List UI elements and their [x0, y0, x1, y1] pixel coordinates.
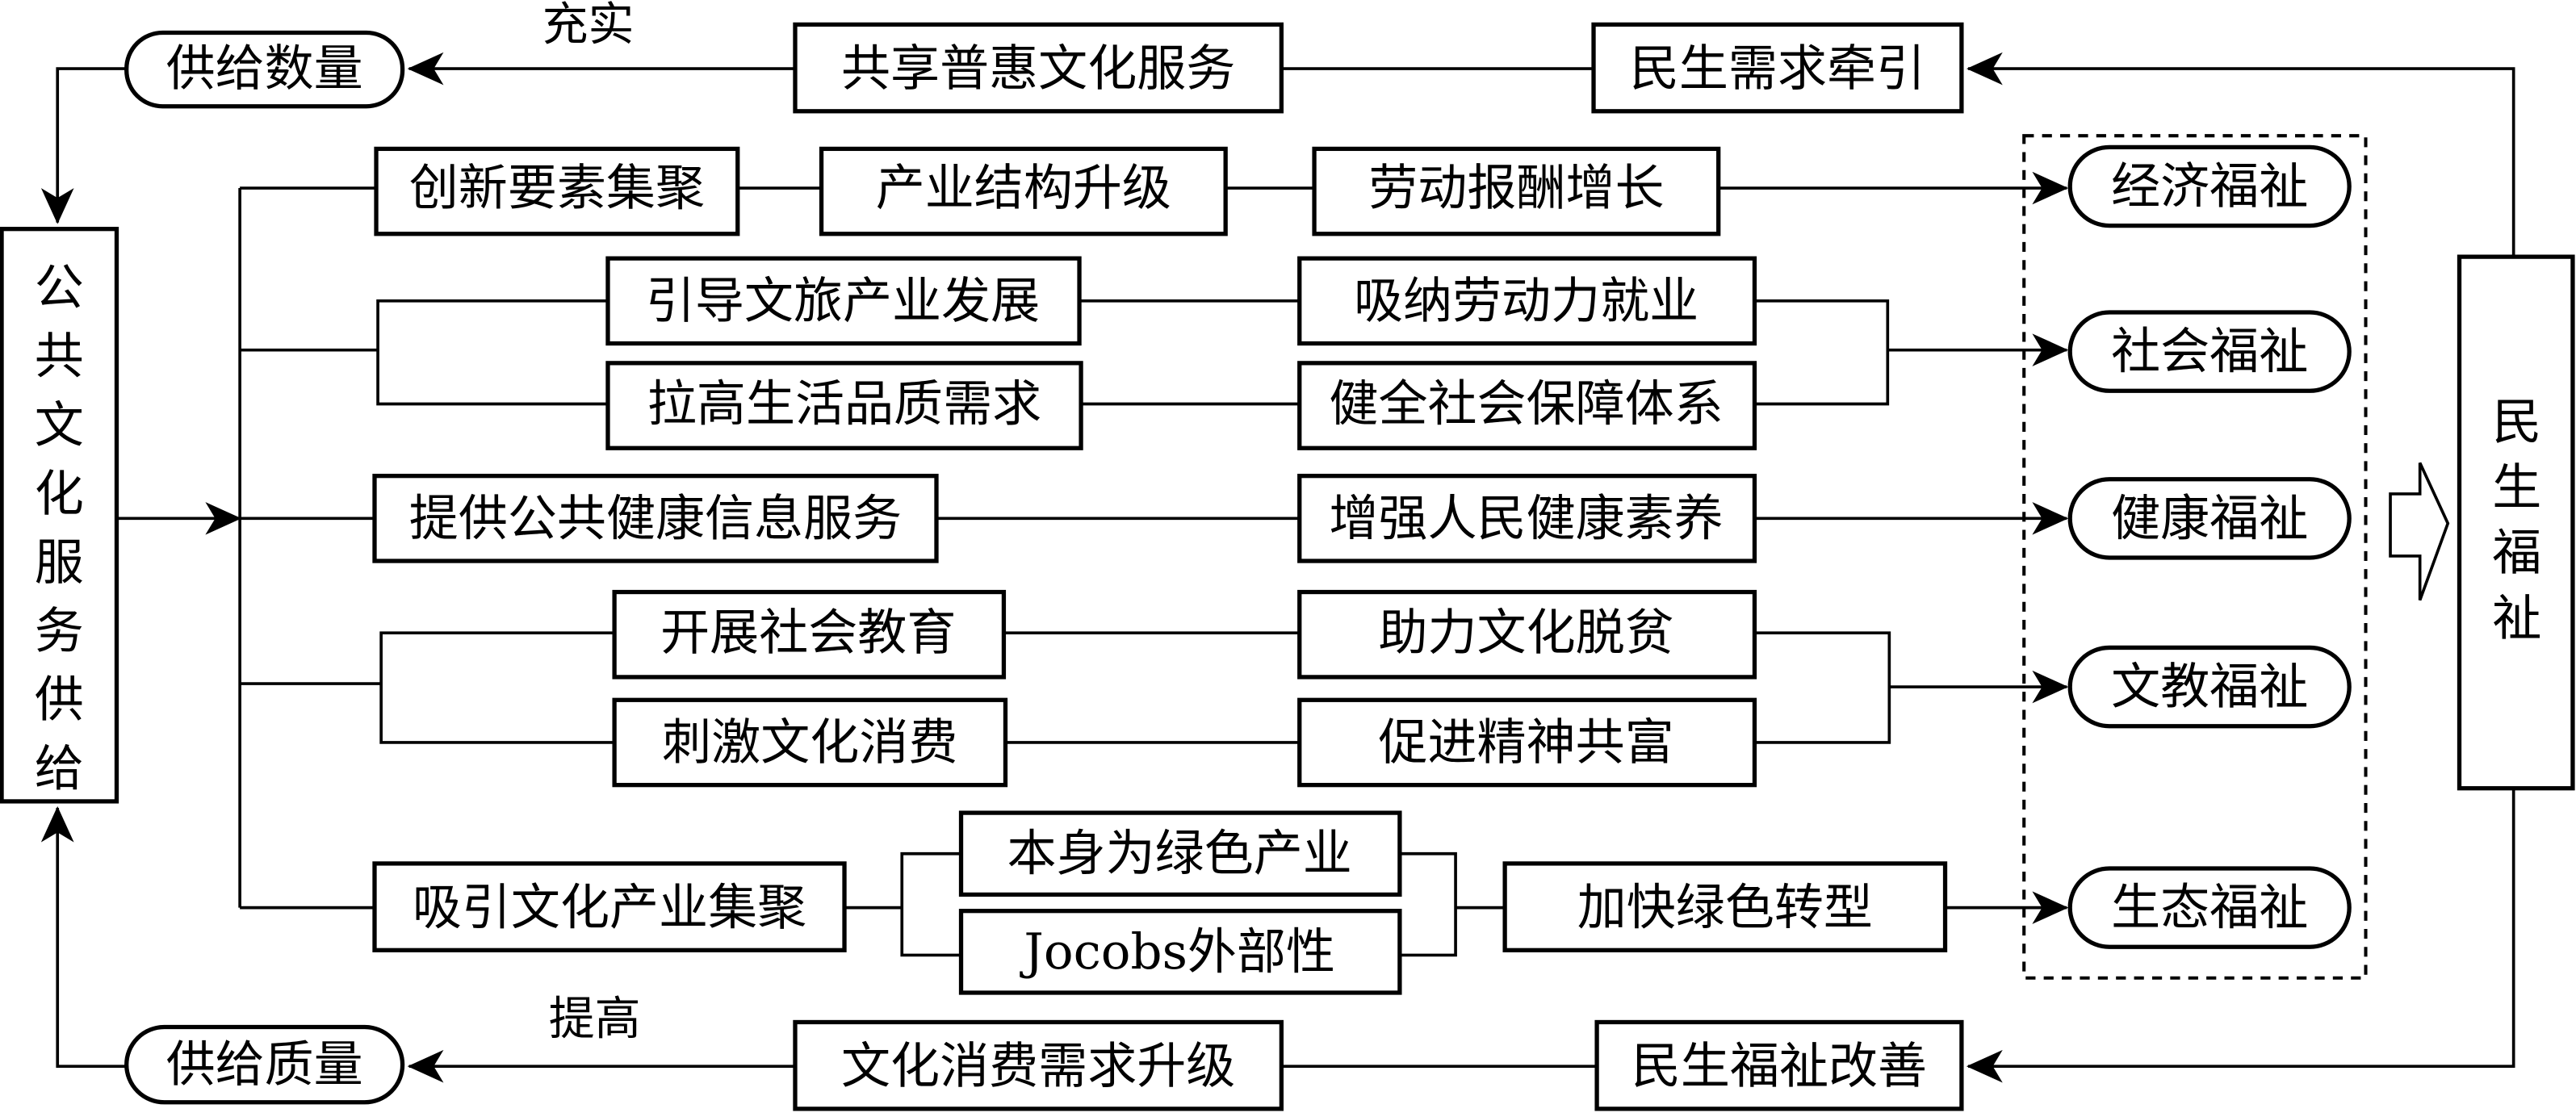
- edge: [1754, 631, 1891, 744]
- node-labor-pay-growth[interactable]: 劳动报酬增长: [1312, 146, 1721, 236]
- node-label: 社会福祉: [2111, 323, 2308, 380]
- node-economic-welfare[interactable]: 经济福祉: [2067, 144, 2352, 228]
- edge: [1754, 299, 1890, 406]
- node-industry-upgrade[interactable]: 产业结构升级: [819, 146, 1228, 236]
- node-char: 祉: [2492, 590, 2541, 647]
- edge-label-improve: 提高: [549, 992, 641, 1045]
- node-health-literacy[interactable]: 增强人民健康素养: [1297, 474, 1757, 563]
- node-label: 文化消费需求升级: [841, 1038, 1235, 1095]
- node-label: 本身为绿色产业: [1007, 825, 1352, 882]
- node-innovation-agglomeration[interactable]: 创新要素集聚: [374, 146, 740, 236]
- node-label: 民生福祉改善: [1631, 1038, 1927, 1095]
- node-consumption-upgrade[interactable]: 文化消费需求升级: [793, 1019, 1284, 1111]
- node-char: 服: [35, 534, 84, 592]
- node-char: 生: [2492, 458, 2541, 516]
- node-jacobs-externality[interactable]: Jocobs外部性: [958, 909, 1402, 995]
- node-label: 拉高生活品质需求: [647, 375, 1041, 433]
- node-common-prosperity[interactable]: 促进精神共富: [1297, 697, 1757, 788]
- node-label: 吸引文化产业集聚: [413, 879, 806, 936]
- node-label: 共享普惠文化服务: [841, 40, 1235, 98]
- edge: [376, 299, 608, 406]
- node-label: 供给数量: [166, 40, 363, 98]
- node-label: 创新要素集聚: [409, 160, 705, 217]
- node-char: 给: [35, 740, 84, 797]
- node-char: 公: [35, 259, 84, 316]
- node-stimulate-consumption[interactable]: 刺激文化消费: [612, 697, 1008, 788]
- node-guide-tourism[interactable]: 引导文旅产业发展: [605, 256, 1082, 346]
- node-label: 经济福祉: [2111, 158, 2308, 215]
- node-raise-life-quality[interactable]: 拉高生活品质需求: [605, 361, 1083, 450]
- node-label: 民生需求牵引: [1630, 40, 1925, 98]
- connector-right-to-improve: [1966, 788, 2515, 1083]
- node-label: 健全社会保障体系: [1329, 375, 1723, 433]
- node-label: 健康福祉: [2111, 490, 2308, 547]
- node-char: 文: [35, 396, 84, 454]
- connector-quantity-to-left: [40, 67, 127, 224]
- node-label: 供给质量: [166, 1036, 363, 1094]
- node-char: 共: [35, 328, 84, 385]
- node-social-welfare[interactable]: 社会福祉: [2067, 310, 2352, 393]
- welfare-group-frame: [2022, 134, 2368, 980]
- node-label: 增强人民健康素养: [1329, 490, 1723, 547]
- node-health-info-service[interactable]: 提供公共健康信息服务: [372, 474, 939, 563]
- node-label: 助力文化脱贫: [1378, 605, 1673, 662]
- node-label: 开展社会教育: [660, 605, 956, 662]
- edge-label-enrich: 充实: [542, 0, 635, 51]
- node-livelihood-welfare[interactable]: 民 生 福 祉: [2457, 254, 2575, 791]
- node-label: 产业结构升级: [876, 160, 1171, 217]
- node-char: 供: [35, 671, 84, 729]
- node-char: 民: [2492, 393, 2541, 450]
- edge: [379, 631, 615, 744]
- connector-quality-to-left: [40, 805, 127, 1069]
- node-public-culture-supply[interactable]: 公 共 文 化 服 务 供 给: [0, 227, 119, 804]
- node-supply-quantity[interactable]: 供给数量: [124, 30, 405, 109]
- node-green-transformation[interactable]: 加快绿色转型: [1502, 861, 1948, 952]
- node-supply-quality[interactable]: 供给质量: [124, 1024, 405, 1105]
- node-label: 文教福祉: [2111, 659, 2308, 716]
- node-label: 刺激文化消费: [662, 714, 957, 772]
- edge: [1399, 851, 1457, 957]
- node-education-welfare[interactable]: 文教福祉: [2067, 645, 2352, 729]
- node-welfare-improvement[interactable]: 民生福祉改善: [1594, 1019, 1964, 1111]
- node-char: 务: [35, 603, 84, 660]
- node-absorb-employment[interactable]: 吸纳劳动力就业: [1297, 256, 1757, 346]
- node-health-welfare[interactable]: 健康福祉: [2067, 477, 2352, 560]
- node-label: 劳动报酬增长: [1368, 160, 1664, 217]
- node-label: 生态福祉: [2111, 879, 2308, 936]
- node-social-security[interactable]: 健全社会保障体系: [1297, 361, 1757, 450]
- node-green-industry[interactable]: 本身为绿色产业: [958, 810, 1402, 897]
- node-social-education[interactable]: 开展社会教育: [612, 589, 1007, 680]
- node-ecological-welfare[interactable]: 生态福祉: [2067, 866, 2352, 949]
- node-label: 加快绿色转型: [1577, 879, 1873, 936]
- node-attract-industry-cluster[interactable]: 吸引文化产业集聚: [372, 861, 847, 952]
- node-label: 吸纳劳动力就业: [1354, 272, 1698, 329]
- node-poverty-alleviation[interactable]: 助力文化脱贫: [1297, 589, 1757, 680]
- node-char: 福: [2492, 524, 2541, 581]
- node-label: 提供公共健康信息服务: [409, 490, 902, 547]
- node-label: Jocobs外部性: [1019, 923, 1335, 981]
- node-livelihood-demand[interactable]: 民生需求牵引: [1591, 22, 1964, 114]
- edge: [900, 851, 961, 957]
- node-label: 促进精神共富: [1378, 714, 1673, 772]
- block-arrow-icon: [2389, 462, 2450, 601]
- node-char: 化: [35, 466, 84, 523]
- node-shared-culture-service[interactable]: 共享普惠文化服务: [793, 22, 1284, 114]
- connector-right-to-demand: [1966, 52, 2515, 257]
- node-label: 引导文旅产业发展: [646, 272, 1040, 329]
